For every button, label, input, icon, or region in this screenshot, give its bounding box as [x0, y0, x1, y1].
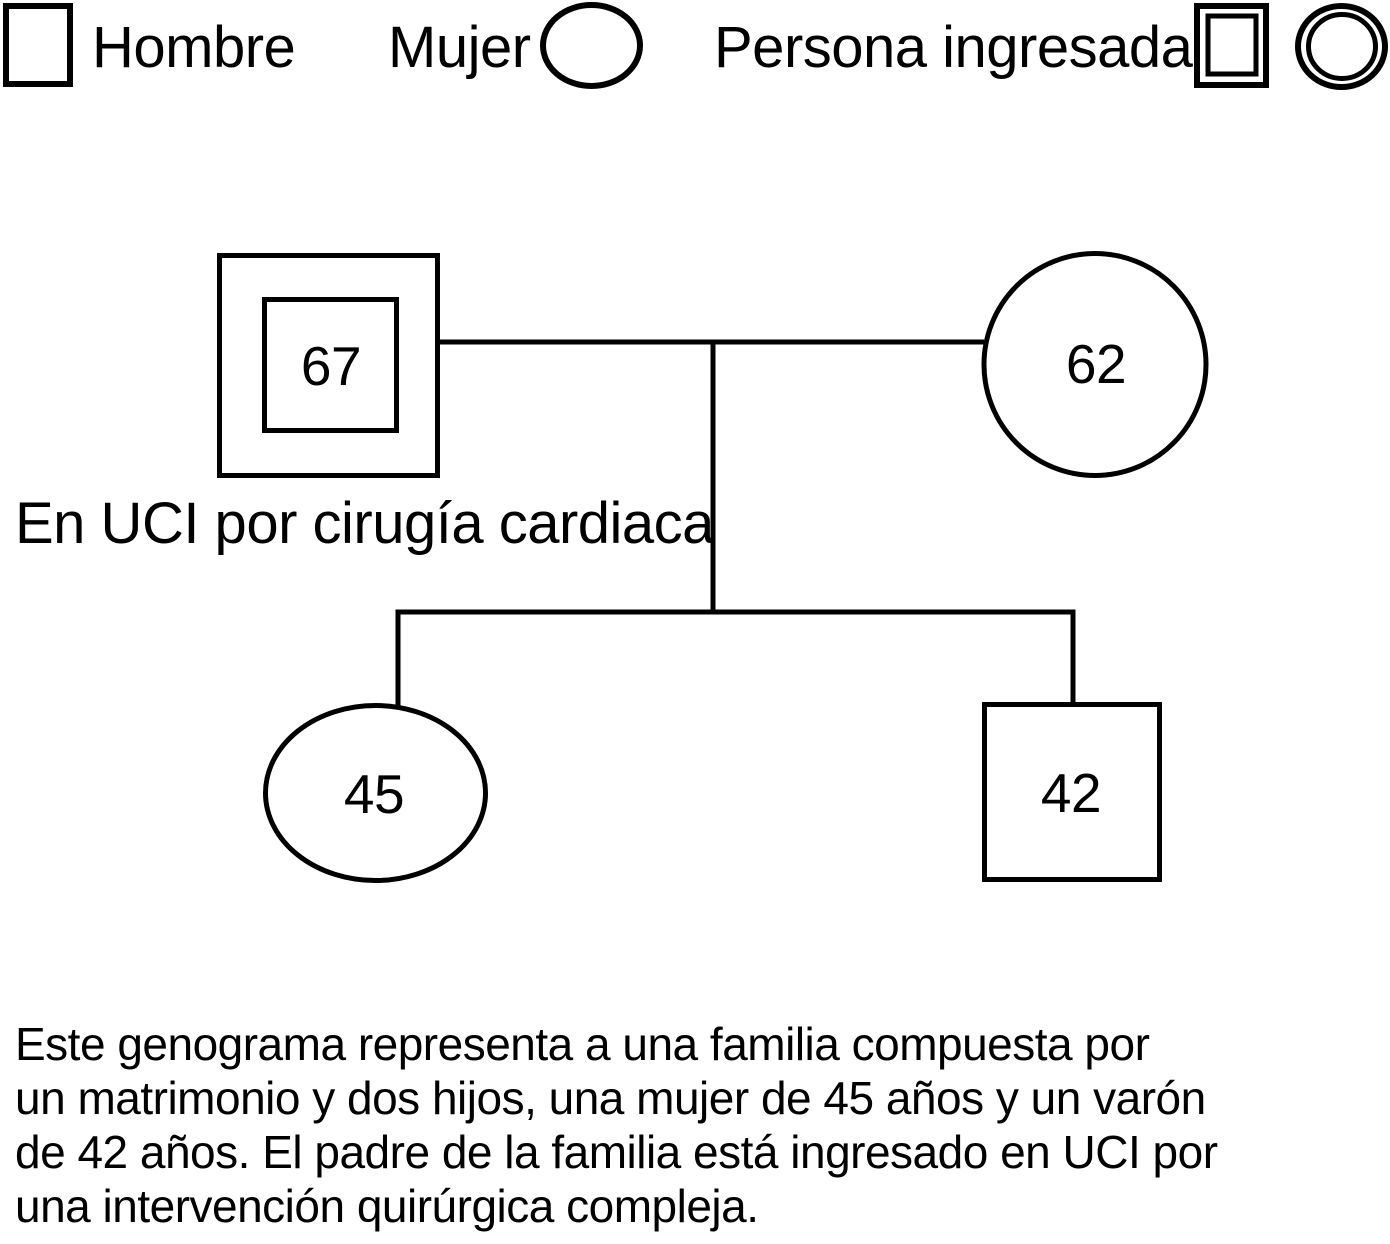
father-age: 67: [301, 335, 361, 397]
legend: Hombre Mujer Persona ingresada: [3, 2, 1388, 90]
mother-node: 62: [981, 251, 1209, 478]
father-outer-square: [217, 253, 440, 478]
female-circle-icon: [540, 2, 643, 89]
daughter-node: 45: [263, 703, 488, 883]
legend-male-label: Hombre: [92, 15, 295, 80]
admitted-square-icon: [1194, 3, 1269, 88]
father-node: 67: [217, 253, 440, 478]
daughter-circle: [263, 703, 488, 883]
description-paragraph: Este genograma representa a una familia …: [15, 1018, 1218, 1232]
male-square-icon: [3, 3, 73, 87]
father-status-label: En UCI por cirugía cardiaca: [15, 491, 715, 556]
father-inner-square: [262, 297, 399, 433]
family-connectors: [395, 339, 1076, 707]
son-age: 42: [1041, 762, 1101, 824]
admitted-circle-icon: [1295, 3, 1388, 90]
daughter-age: 45: [344, 763, 404, 825]
legend-admitted-label: Persona ingresada: [714, 15, 1194, 80]
mother-age: 62: [1066, 333, 1126, 395]
son-square: [982, 702, 1162, 882]
mother-circle: [981, 251, 1209, 478]
legend-female-label: Mujer: [388, 15, 531, 80]
son-node: 42: [982, 702, 1162, 882]
